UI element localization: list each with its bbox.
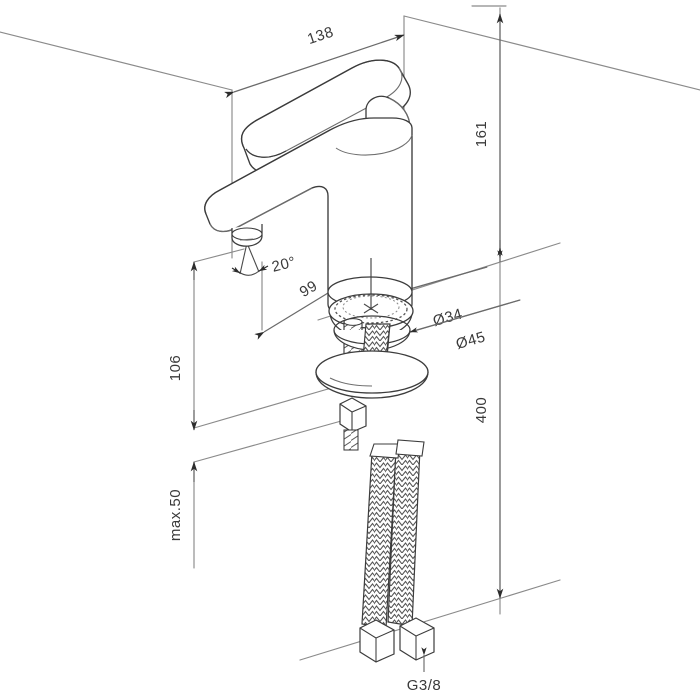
spout-height-label: 106 (167, 355, 184, 382)
hose-mid-collar (369, 439, 425, 459)
connection-thread-label: G3/8 (407, 677, 442, 694)
rubber-gasket (334, 294, 408, 324)
spout-height-dimension: 106 (167, 261, 198, 431)
spout-offset-label: 99 (297, 277, 321, 301)
hose-length-dimension: 400 (473, 247, 504, 599)
lever-handle (240, 59, 411, 175)
max-counter-thickness-dimension: max.50 (167, 461, 198, 541)
max-counter-thickness-label: max.50 (167, 489, 184, 541)
mounting-washer (315, 350, 429, 399)
aerator-angle-dimension: 20° (231, 242, 298, 276)
lock-nut (339, 397, 367, 451)
connection-thread-leader: G3/8 (407, 647, 442, 694)
hex-fitting-left (359, 619, 395, 663)
overall-height-label: 161 (473, 121, 490, 148)
aerator-angle-label: 20° (270, 253, 298, 275)
hose-length-label: 400 (473, 397, 490, 424)
aerator (231, 224, 263, 247)
